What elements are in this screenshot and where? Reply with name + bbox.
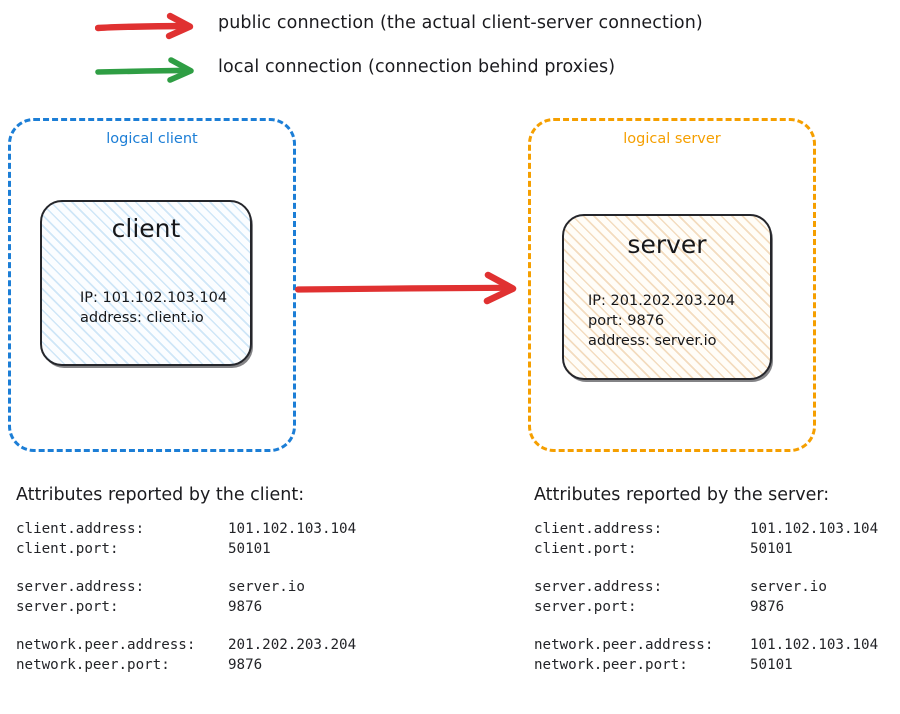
spacer-cell: [228, 559, 356, 578]
legend-item-public-connection: public connection (the actual client-ser…: [0, 8, 900, 48]
attribute-value: 201.202.203.204: [228, 637, 357, 653]
legend-item-local-connection: local connection (connection behind prox…: [0, 52, 900, 92]
table-row: network.peer.port: 50101: [534, 656, 878, 676]
table-row: server.port: 9876: [534, 598, 878, 618]
attribute-value: 9876: [228, 656, 263, 673]
attribute-key: client.port:: [16, 540, 119, 557]
attribute-key: network.peer.port:: [534, 656, 688, 673]
attribute-key: client.port:: [534, 540, 637, 557]
server-attributes-table: client.address: 101.102.103.104 client.p…: [534, 520, 878, 675]
server-node: server IP: 201.202.203.204 port: 9876 ad…: [562, 214, 772, 380]
spacer-cell: [534, 617, 750, 636]
spacer-cell: [750, 617, 878, 636]
client-node-property: IP: 101.102.103.104: [80, 290, 228, 306]
client-attributes-heading: Attributes reported by the client:: [16, 485, 305, 505]
attribute-value: 101.102.103.104: [228, 521, 357, 537]
attribute-value: server.io: [228, 579, 305, 595]
attribute-key: server.address:: [16, 579, 145, 595]
spacer-cell: [16, 559, 228, 578]
spacer-cell: [16, 617, 228, 636]
attribute-key: server.port:: [534, 598, 637, 615]
table-row: server.port: 9876: [16, 598, 356, 618]
logical-server-label: logical server: [623, 131, 721, 147]
attribute-key: network.peer.address:: [534, 637, 714, 653]
client-node: client IP: 101.102.103.104 address: clie…: [40, 200, 252, 366]
table-row-spacer: [16, 559, 356, 578]
attribute-value: 9876: [750, 598, 785, 615]
table-row-spacer: [16, 617, 356, 636]
table-row: client.port: 50101: [16, 540, 356, 560]
attribute-value: 50101: [750, 540, 793, 557]
server-node-title: server: [627, 230, 707, 259]
table-row: server.address: server.io: [16, 578, 356, 598]
client-node-title: client: [111, 214, 181, 243]
attribute-value: 50101: [750, 656, 793, 673]
attribute-value: 101.102.103.104: [750, 521, 879, 537]
table-row: client.address: 101.102.103.104: [16, 520, 356, 540]
table-row-spacer: [534, 559, 878, 578]
server-attributes-heading: Attributes reported by the server:: [534, 485, 830, 505]
logical-server-container: logical server: [528, 118, 816, 452]
spacer-cell: [534, 559, 750, 578]
server-node-property: IP: 201.202.203.204: [588, 293, 736, 309]
client-node-property: address: client.io: [80, 310, 204, 326]
attribute-key: client.address:: [534, 521, 663, 537]
client-attributes-block: Attributes reported by the client: clien…: [16, 484, 356, 675]
server-attributes-block: Attributes reported by the server: clien…: [534, 484, 878, 675]
legend-label-public-connection: public connection (the actual client-ser…: [218, 13, 703, 33]
spacer-cell: [750, 559, 878, 578]
attribute-key: client.address:: [16, 521, 145, 537]
public-connection-arrow: [292, 266, 524, 316]
logical-client-label: logical client: [106, 131, 198, 147]
client-attributes-table: client.address: 101.102.103.104 client.p…: [16, 520, 356, 675]
server-node-property: address: server.io: [588, 333, 717, 349]
table-row: client.port: 50101: [534, 540, 878, 560]
table-row: client.address: 101.102.103.104: [534, 520, 878, 540]
client-node-properties: IP: 101.102.103.104 address: client.io: [80, 288, 227, 328]
attribute-value: 101.102.103.104: [750, 637, 879, 653]
table-row: network.peer.address: 101.102.103.104: [534, 636, 878, 656]
red-arrow-icon: [94, 10, 205, 44]
attribute-key: server.port:: [16, 598, 119, 615]
logical-client-container: logical client: [8, 118, 296, 452]
spacer-cell: [228, 617, 356, 636]
attribute-key: network.peer.address:: [16, 637, 196, 653]
green-arrow-icon: [95, 54, 205, 88]
server-node-properties: IP: 201.202.203.204 port: 9876 address: …: [588, 291, 735, 351]
attribute-value: server.io: [750, 579, 827, 595]
table-row: network.peer.address: 201.202.203.204: [16, 636, 356, 656]
table-row: server.address: server.io: [534, 578, 878, 598]
attribute-value: 9876: [228, 598, 263, 615]
legend: public connection (the actual client-ser…: [0, 0, 900, 104]
table-row-spacer: [534, 617, 878, 636]
table-row: network.peer.port: 9876: [16, 656, 356, 676]
server-node-property: port: 9876: [588, 313, 665, 329]
attribute-value: 50101: [228, 540, 271, 557]
attribute-key: server.address:: [534, 579, 663, 595]
legend-label-local-connection: local connection (connection behind prox…: [218, 57, 616, 77]
attribute-key: network.peer.port:: [16, 656, 170, 673]
